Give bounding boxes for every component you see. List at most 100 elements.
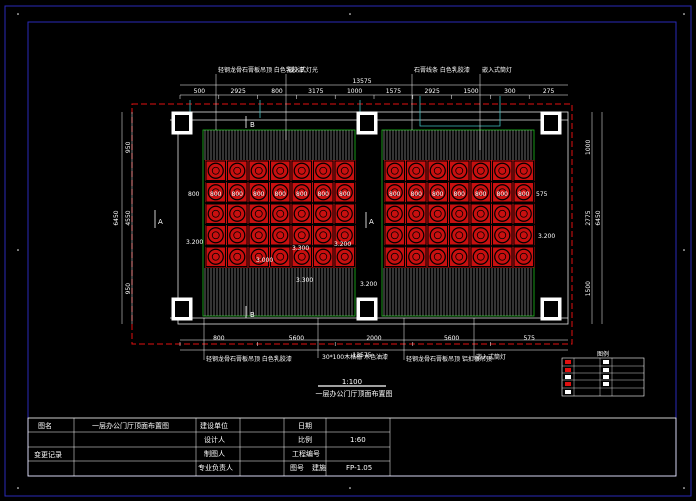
- ceiling-tile: [384, 225, 405, 246]
- ceiling-tile: [492, 182, 513, 203]
- downlight-icon: [315, 162, 332, 179]
- downlight-icon: [494, 162, 511, 179]
- dimension-value: 2000: [366, 335, 381, 342]
- elev-b: 3.000: [256, 257, 273, 264]
- grid-spacing-label: 800: [210, 191, 222, 198]
- downlight-icon: [272, 205, 289, 222]
- callout-bottom-3: 轻钢龙骨石膏板吊顶 铝扣板吊顶: [406, 355, 492, 363]
- downlight-icon: [336, 227, 353, 244]
- ceiling-tile: [291, 225, 312, 246]
- ceiling-tile: [227, 160, 248, 181]
- ceiling-tile: [248, 160, 269, 181]
- ceiling-tile: [270, 203, 291, 224]
- downlight-icon: [250, 162, 267, 179]
- ceiling-tile: [248, 225, 269, 246]
- downlight-icon: [386, 162, 403, 179]
- ceiling-tile: [384, 182, 405, 203]
- ceiling-tile: [270, 246, 291, 267]
- dim-left-total: 6450: [113, 210, 120, 225]
- downlight-icon: [494, 248, 511, 265]
- downlight-icon: [429, 205, 446, 222]
- grid-spacing-label: 800: [389, 191, 401, 198]
- ceiling-tile: [270, 160, 291, 181]
- ceiling-tile: [384, 246, 405, 267]
- elev-e: 3.200: [360, 281, 377, 288]
- title-block-label-designer: 设计人: [204, 435, 225, 444]
- downlight-icon: [408, 227, 425, 244]
- title-block-label-tuming: 图名: [38, 421, 52, 430]
- downlight-icon: [472, 227, 489, 244]
- ceiling-tile: [205, 203, 226, 224]
- dimension-value: 5600: [289, 335, 304, 342]
- ceiling-tile: [470, 225, 491, 246]
- downlight-icon: [229, 248, 246, 265]
- downlight-icon: [515, 184, 532, 201]
- downlight-icon: [494, 184, 511, 201]
- ceiling-tile: [427, 203, 448, 224]
- title-block-label-change: 变更记录: [34, 450, 62, 459]
- downlight-icon: [207, 205, 224, 222]
- dim-top-total: 13575: [352, 78, 371, 85]
- downlight-icon: [315, 184, 332, 201]
- downlight-icon: [272, 227, 289, 244]
- ceiling-tile: [313, 160, 334, 181]
- section-marker-top-b: B: [245, 116, 255, 129]
- grid-spacing-label: 800: [518, 191, 530, 198]
- dimension-value: 5600: [444, 335, 459, 342]
- dimension-value: 2775: [585, 210, 592, 225]
- callout-bottom-2: 30*100木格栅 木色油漆: [322, 353, 388, 361]
- dimension-value: 800: [213, 335, 225, 342]
- dimension-value: 950: [125, 141, 132, 153]
- ceiling-tile: [513, 160, 534, 181]
- dimension-value: 300: [504, 88, 516, 95]
- ceiling-tile: [470, 203, 491, 224]
- downlight-icon: [408, 184, 425, 201]
- ceiling-tile: [513, 182, 534, 203]
- sheet-outer-frame: [4, 5, 692, 497]
- downlight-icon: [293, 227, 310, 244]
- ceiling-tile: [470, 160, 491, 181]
- grid-spacing-label: 800: [339, 191, 351, 198]
- svg-text:B: B: [250, 311, 255, 319]
- ceiling-tile: [334, 203, 355, 224]
- ceiling-tile: [513, 225, 534, 246]
- ceiling-tile: [449, 246, 470, 267]
- downlight-icon: [429, 227, 446, 244]
- ceiling-tile: [291, 160, 312, 181]
- downlight-icon: [386, 205, 403, 222]
- downlight-icon: [250, 184, 267, 201]
- downlight-icon: [494, 205, 511, 222]
- ceiling-tile: [227, 203, 248, 224]
- title-block-drawing-name: 一层办公门厅顶面布置图: [92, 421, 169, 430]
- downlight-icon: [336, 162, 353, 179]
- callout-top-2: 嵌入式灯光: [288, 66, 318, 74]
- ceiling-tile: [313, 246, 334, 267]
- downlight-icon: [250, 227, 267, 244]
- downlight-icon: [272, 162, 289, 179]
- ceiling-tile: [227, 182, 248, 203]
- downlight-icon: [229, 205, 246, 222]
- ceiling-tile: [205, 182, 226, 203]
- left-edge-label: 800: [188, 191, 200, 198]
- ceiling-tile: [449, 225, 470, 246]
- dimension-value: 1500: [463, 88, 478, 95]
- elev-d: 3.200: [334, 241, 351, 248]
- elevation-marks: 3.200 3.000 3.300 3.200 3.200 3.200 3.30…: [186, 233, 555, 288]
- legend-header: 图例: [597, 350, 609, 358]
- ceiling-tile: [513, 246, 534, 267]
- drawing-scale-text: 1:100: [342, 378, 362, 386]
- ceiling-tile: [427, 160, 448, 181]
- downlight-icon: [451, 162, 468, 179]
- ceiling-tile: [406, 225, 427, 246]
- grid-spacing-label: 800: [232, 191, 244, 198]
- ceiling-tile: [205, 225, 226, 246]
- ceiling-tile: [384, 160, 405, 181]
- ceiling-tile: [313, 203, 334, 224]
- dimension-value: 1000: [585, 140, 592, 155]
- callout-bottom-4: 嵌入式筒灯: [476, 353, 506, 361]
- title-block-label-drafter: 制图人: [204, 449, 225, 458]
- ceiling-tile: [513, 203, 534, 224]
